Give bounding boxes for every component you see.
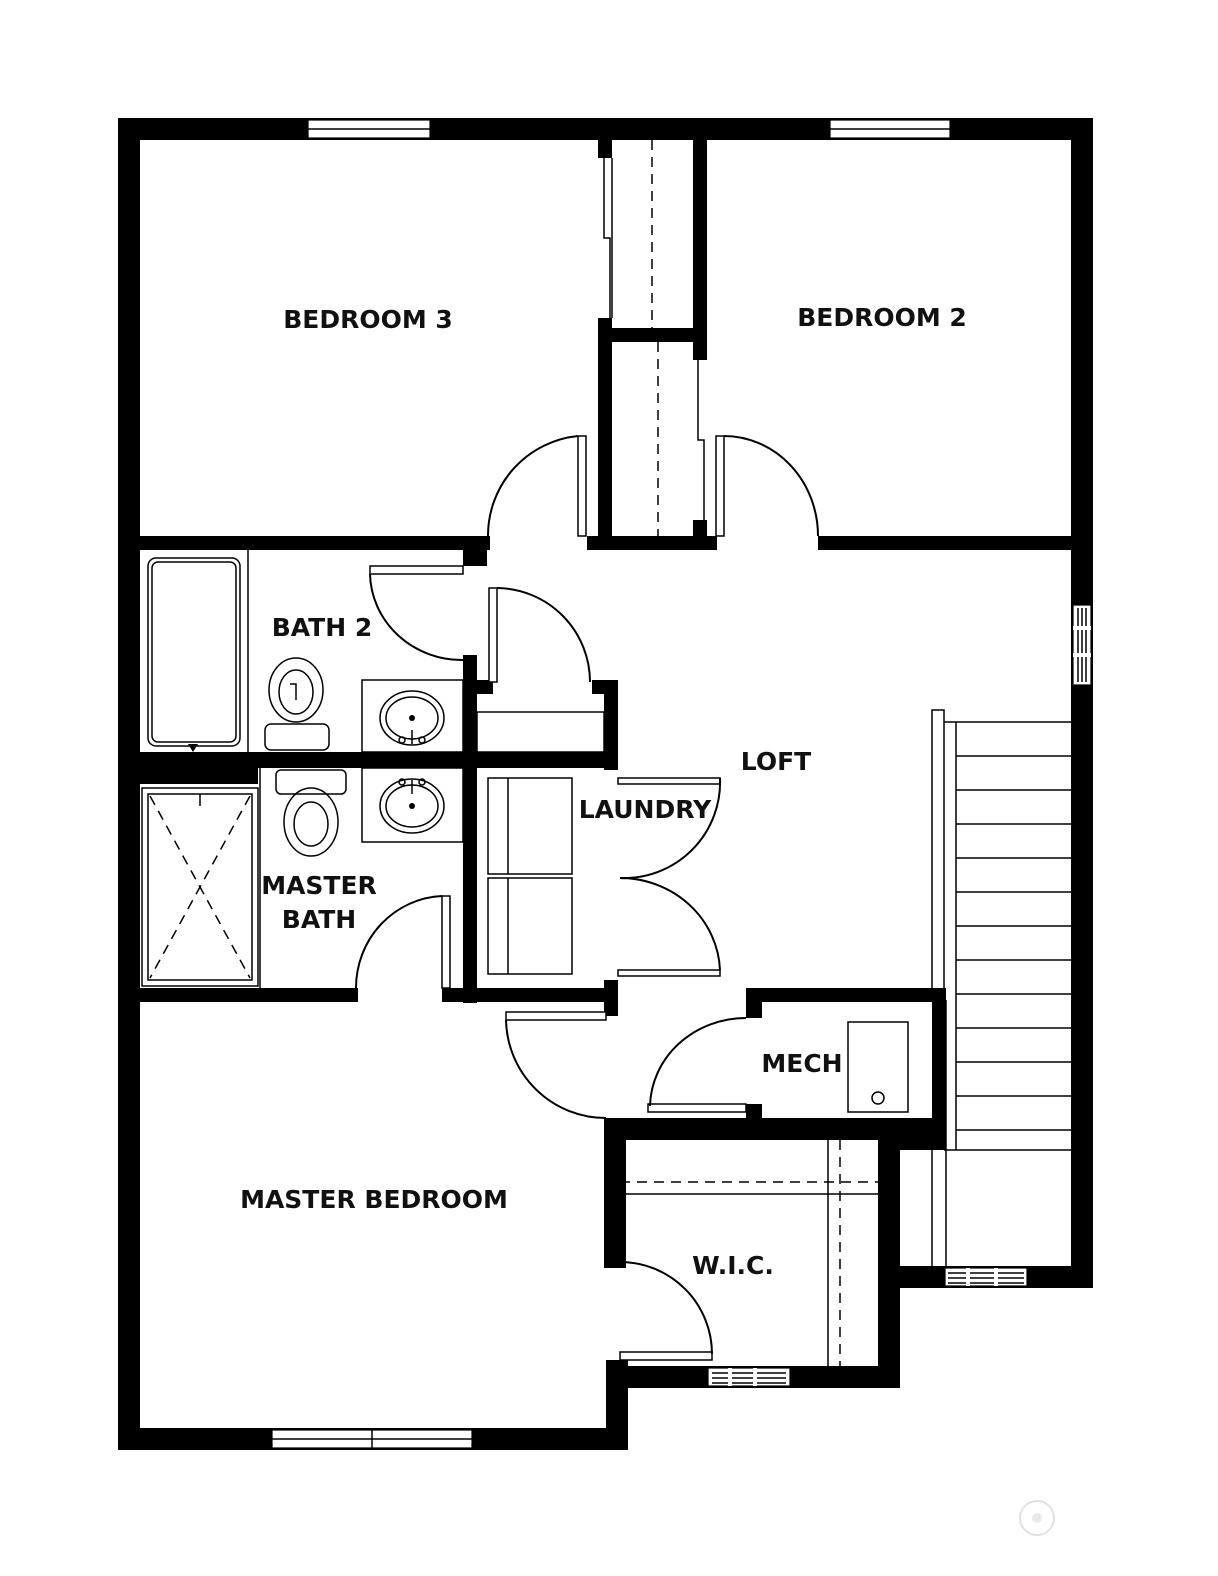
label-master-bath-1: MASTER [261, 871, 377, 900]
label-mech: MECH [761, 1049, 842, 1078]
label-wic: W.I.C. [692, 1251, 774, 1280]
door-linen [488, 587, 591, 683]
linen-shelf [476, 711, 605, 753]
stair-treads [956, 755, 1071, 1131]
label-bedroom2: BEDROOM 2 [797, 303, 967, 332]
bathtub-icon [147, 557, 241, 752]
doors [354, 435, 819, 1361]
label-bath2: BATH 2 [272, 613, 373, 642]
window-bedroom2 [829, 119, 951, 139]
sink-icon [361, 767, 464, 843]
label-master-bath-2: BATH [282, 905, 356, 934]
door-wic [619, 1261, 713, 1361]
window-stair [944, 1267, 1028, 1287]
wic-shelving [620, 1140, 878, 1366]
door-master-bath [354, 895, 451, 989]
room-labels: BEDROOM 3 BEDROOM 2 BATH 2 LOFT LAUNDRY … [240, 303, 967, 1280]
window-bedroom3 [307, 119, 431, 139]
door-master-bedroom [505, 1011, 607, 1119]
window-loft [1072, 604, 1092, 686]
window-master-bedroom [271, 1429, 473, 1449]
water-heater-icon [847, 1021, 909, 1113]
staircase [931, 709, 1071, 1266]
interior-walls [140, 140, 1071, 1268]
label-bedroom3: BEDROOM 3 [283, 305, 453, 334]
toilet-icon [264, 657, 330, 751]
label-loft: LOFT [741, 747, 811, 776]
sink-icon [361, 679, 464, 753]
label-master-bedroom: MASTER BEDROOM [240, 1185, 508, 1214]
washer-icon [487, 777, 573, 875]
toilet-icon [275, 769, 347, 857]
door-laundry [617, 777, 722, 977]
window-wic [707, 1367, 791, 1387]
shower-icon [141, 787, 259, 987]
dryer-icon [487, 877, 573, 975]
bath2-fixtures [147, 550, 464, 753]
door-bedroom3 [486, 435, 587, 537]
door-bath2 [369, 565, 464, 662]
door-bedroom2 [715, 435, 819, 537]
windows [271, 119, 1092, 1449]
label-laundry: LAUNDRY [579, 795, 712, 824]
master-bath-fixtures [141, 767, 464, 988]
hall-closet [603, 140, 705, 536]
circle-logo-icon [1019, 1500, 1055, 1536]
laundry-appliances [487, 777, 573, 975]
door-mech [647, 1017, 747, 1113]
